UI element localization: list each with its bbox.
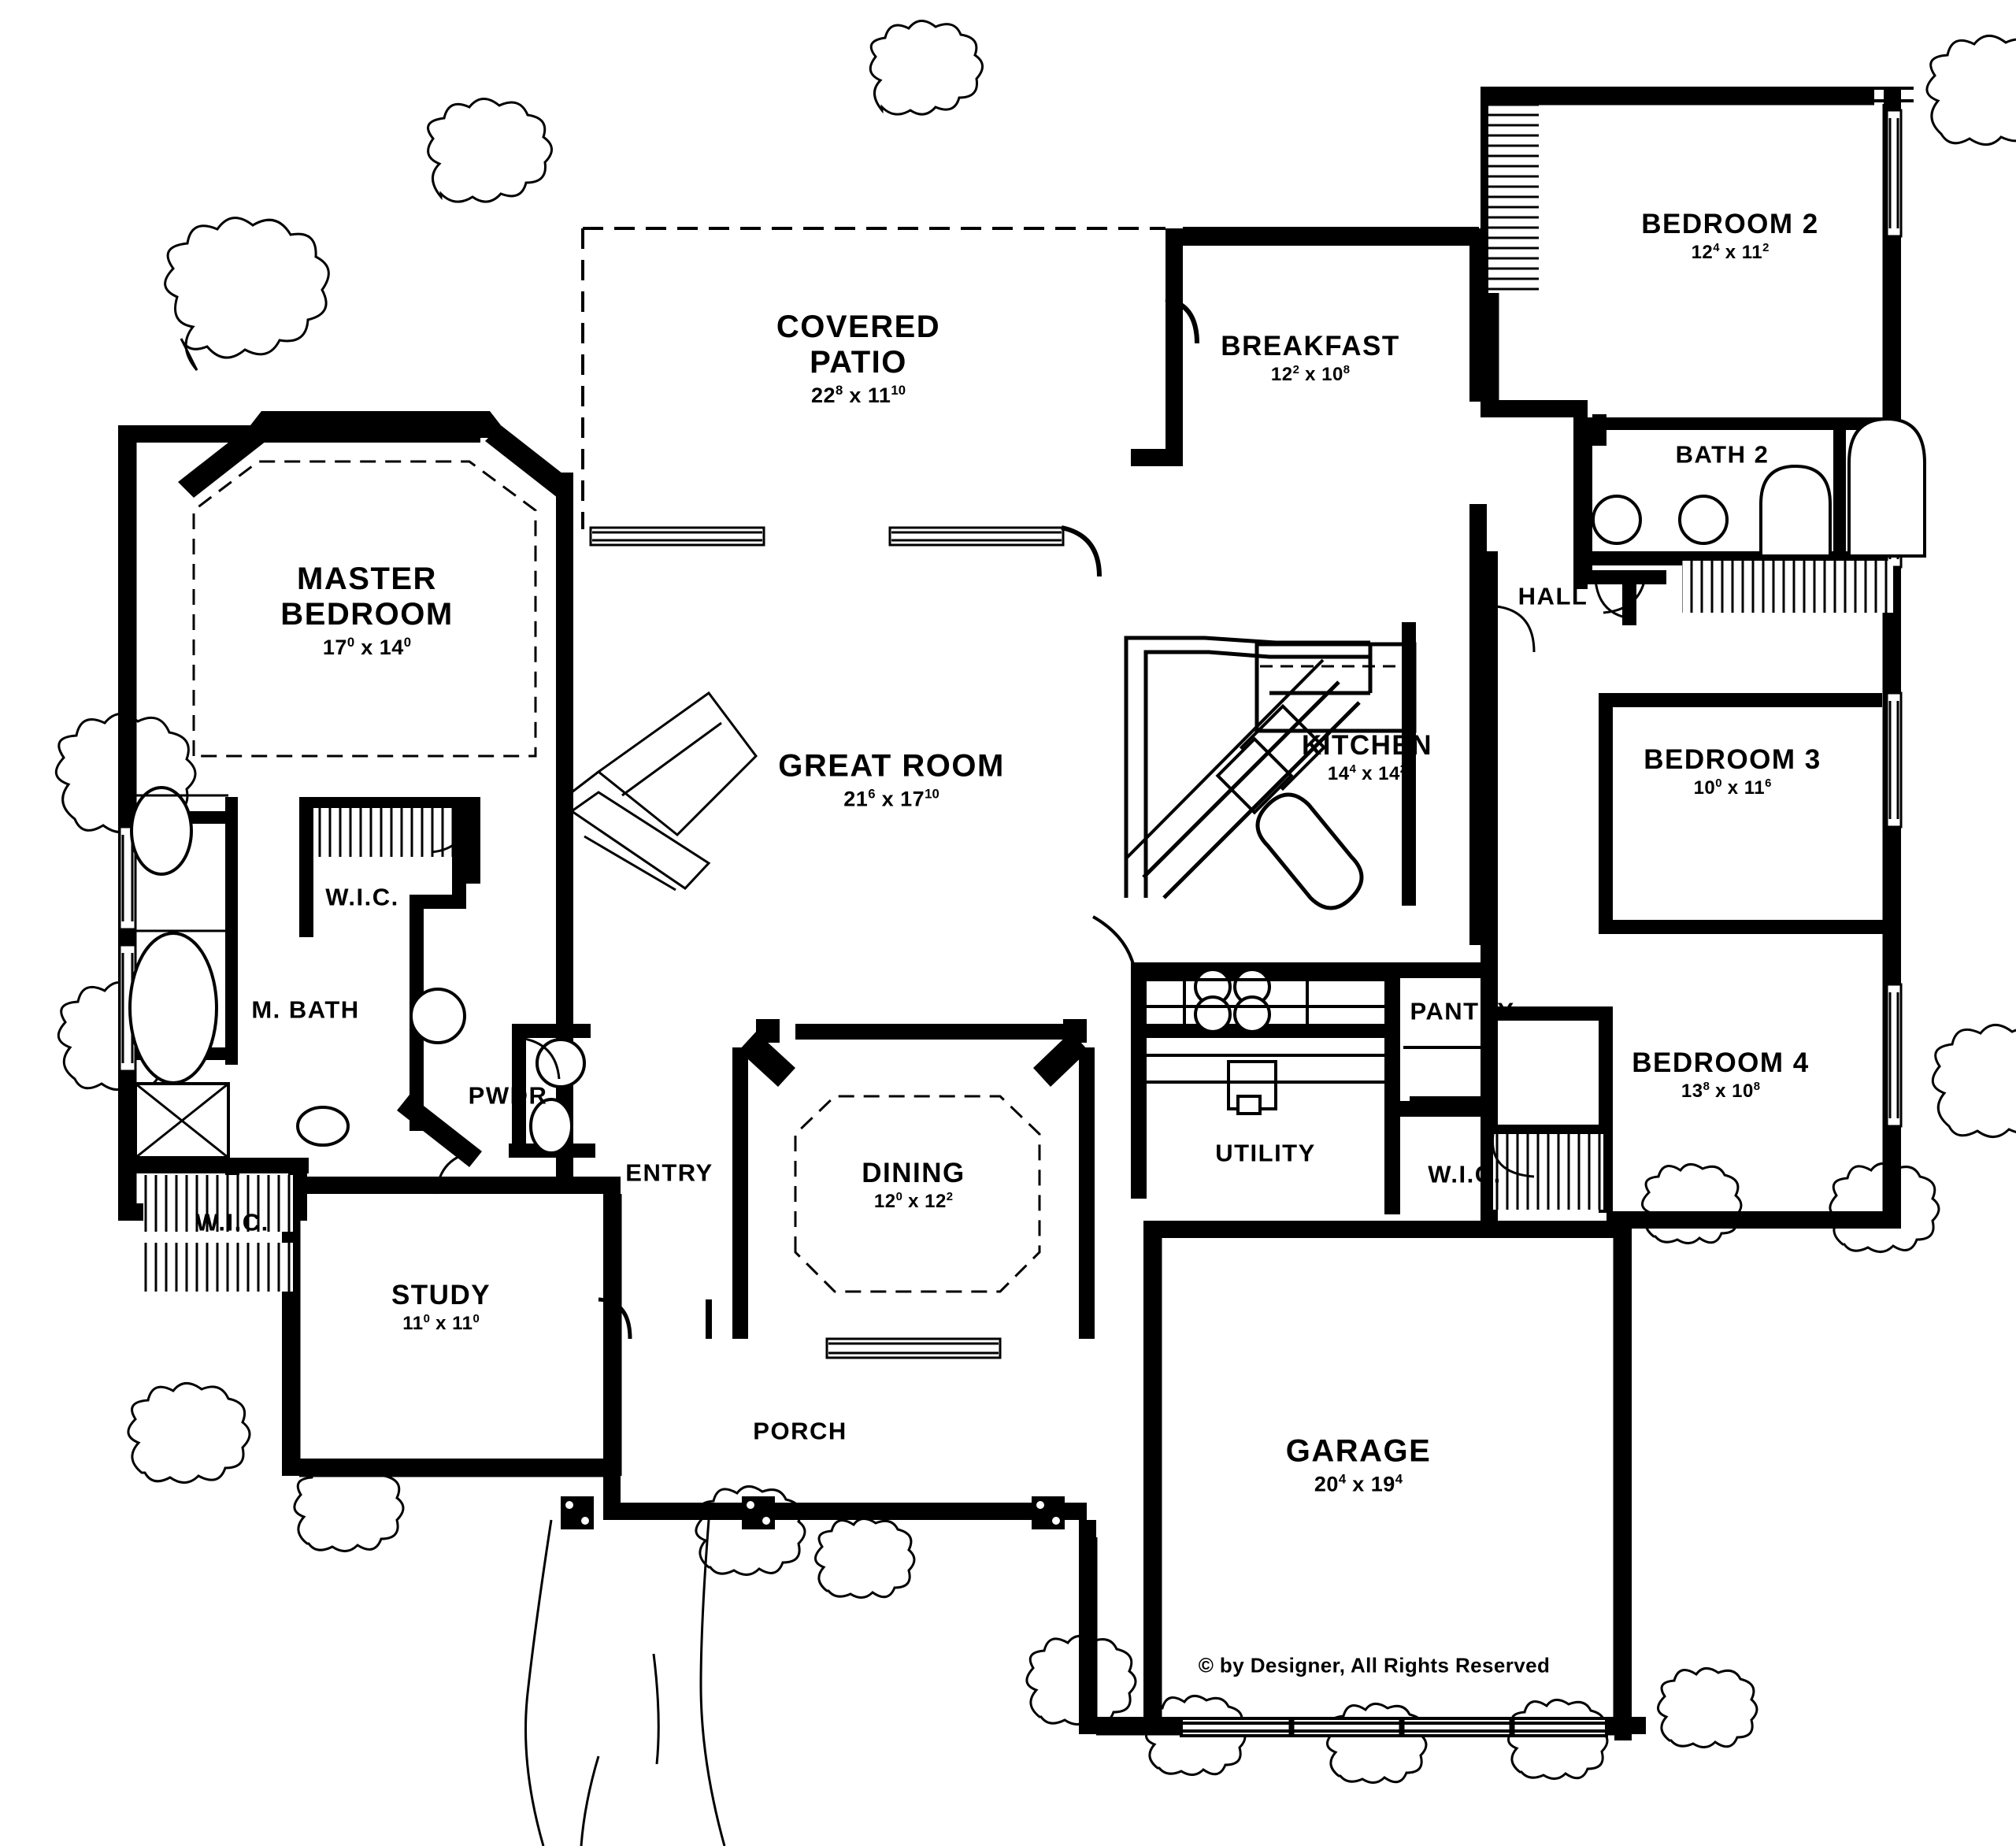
- room-name: STUDY: [391, 1279, 491, 1310]
- room-name: BREAKFAST: [1221, 330, 1400, 361]
- room-label-pwdr: PWDR: [468, 1081, 548, 1110]
- room-name: ENTRY: [625, 1158, 713, 1187]
- closet-shelving: [143, 104, 1893, 1292]
- porch-columns: [561, 1496, 1065, 1529]
- room-label-study: STUDY 110 x 110: [391, 1280, 491, 1335]
- room-name: BEDROOM 3: [1644, 743, 1821, 775]
- room-name: PANTRY: [1410, 997, 1515, 1025]
- room-dimensions: 204 x 194: [1314, 1471, 1403, 1496]
- room-name: GARAGE: [1285, 1433, 1432, 1469]
- room-dimensions: 144 x 142: [1327, 763, 1407, 785]
- room-dimensions: 138 x 108: [1681, 1081, 1761, 1103]
- room-dimensions: 100 x 116: [1693, 777, 1772, 799]
- room-dimensions: 170 x 140: [322, 634, 412, 659]
- room-name: M. BATH: [251, 995, 360, 1024]
- door-swings: [431, 573, 1647, 1195]
- room-label-utility: UTILITY: [1215, 1140, 1316, 1168]
- room-label-wic_bed4: W.I.C.: [1428, 1160, 1502, 1189]
- room-dimensions: 228 x 1110: [810, 382, 906, 407]
- room-name: PORCH: [753, 1417, 847, 1445]
- room-label-pantry: PANTRY: [1410, 997, 1515, 1026]
- room-dimensions: 110 x 110: [402, 1313, 480, 1335]
- fixture-detail-lines: [135, 794, 229, 1159]
- porch-column-details: [565, 1501, 1060, 1525]
- room-dimensions: 216 x 1710: [843, 786, 939, 811]
- room-label-wic_master_top: W.I.C.: [325, 884, 398, 912]
- room-label-bedroom4: BEDROOM 4 138 x 108: [1632, 1047, 1809, 1103]
- garage-door: [1180, 1717, 1608, 1737]
- room-label-hall: HALL: [1518, 582, 1588, 611]
- exterior-walls: [118, 87, 1901, 1740]
- room-label-bedroom2: BEDROOM 2 124 x 112: [1641, 209, 1818, 264]
- room-label-wic_master_low: W.I.C.: [195, 1208, 269, 1237]
- room-label-entry: ENTRY: [625, 1158, 713, 1188]
- room-dimensions: 122 x 108: [1270, 364, 1351, 386]
- room-label-bath2: BATH 2: [1675, 440, 1770, 469]
- room-label-porch: PORCH: [753, 1418, 847, 1446]
- room-name: BEDROOM 2: [1641, 208, 1819, 239]
- copyright-notice: © by Designer, All Rights Reserved: [1198, 1653, 1551, 1677]
- room-label-dining: DINING 120 x 122: [862, 1158, 965, 1213]
- windows-and-doors: [118, 87, 1914, 1474]
- room-label-breakfast: BREAKFAST 122 x 108: [1221, 331, 1399, 386]
- room-label-m_bath: M. BATH: [251, 995, 360, 1025]
- room-name: UTILITY: [1215, 1139, 1316, 1167]
- room-name: HALL: [1518, 582, 1588, 610]
- room-dimensions: 124 x 112: [1691, 242, 1770, 264]
- room-dimensions: 120 x 122: [873, 1191, 954, 1213]
- dining-angled-walls: [732, 1019, 1095, 1339]
- room-name: DINING: [862, 1157, 965, 1188]
- ceiling-trays: [192, 460, 1041, 1293]
- fireplace-and-furniture: [569, 691, 758, 891]
- room-name: W.I.C.: [1428, 1160, 1502, 1188]
- room-name: W.I.C.: [195, 1208, 269, 1236]
- room-name: GREAT ROOM: [778, 748, 1005, 784]
- kitchen-cabinets: [1092, 636, 1482, 1084]
- room-name: BEDROOM 4: [1632, 1047, 1810, 1078]
- room-name: W.I.C.: [325, 883, 399, 911]
- room-name: KITCHEN: [1301, 729, 1433, 761]
- room-name: BATH 2: [1675, 440, 1770, 469]
- room-name: PWDR: [468, 1081, 548, 1110]
